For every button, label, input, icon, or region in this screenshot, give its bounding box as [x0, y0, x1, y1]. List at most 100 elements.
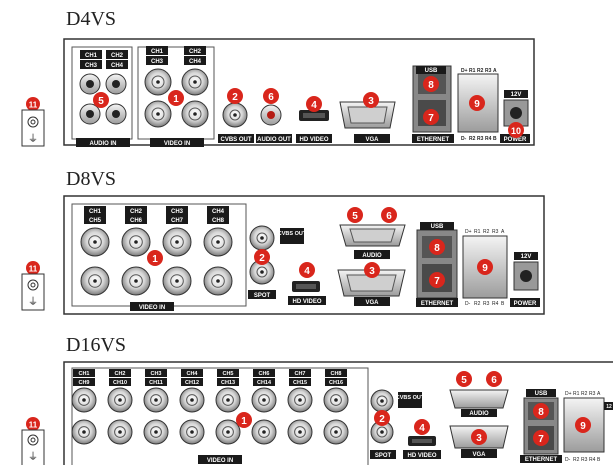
- d4vs-panel: CH1 CH2 CH3 CH4 CH1 CH2 CH3 CH4: [63, 38, 535, 147]
- ch-tag-label: CH5: [222, 371, 233, 377]
- bnc-jack: [203, 227, 233, 257]
- bnc-jack: [144, 100, 172, 128]
- port-label: POWER: [500, 134, 530, 143]
- port-label-text: VIDEO IN: [139, 305, 165, 311]
- dip-label: R1: [474, 229, 481, 235]
- rca-jack: [105, 103, 127, 125]
- port-label: HD VIDEO: [288, 296, 326, 305]
- ch-tag-label: CH2: [130, 209, 143, 215]
- callout-badge: 4: [306, 96, 322, 112]
- callout-badge: 3: [363, 92, 379, 108]
- bnc-jack: [80, 227, 110, 257]
- ch-tag-label: CH4: [111, 63, 124, 69]
- callout-number: 11: [29, 101, 38, 110]
- hdmi-port: [299, 110, 329, 121]
- vga-port: [339, 101, 396, 129]
- dip-label: A: [597, 391, 601, 397]
- port-label-text: CVBS OUT: [278, 231, 307, 237]
- dip-label: A: [493, 68, 497, 74]
- callout-badge: 8: [423, 76, 439, 92]
- bnc-jack: [222, 102, 248, 128]
- port-label: AUDIO: [354, 250, 390, 259]
- ch-tag: [217, 369, 239, 377]
- bnc-jack: [162, 266, 192, 296]
- port-label-text: ETHERNET: [525, 457, 558, 463]
- callout-number: 4: [419, 423, 425, 434]
- bnc-jack: [121, 266, 151, 296]
- port-label-text: VGA: [472, 452, 486, 458]
- port-label: 12: [604, 402, 613, 410]
- port-label-text: USB: [535, 391, 548, 397]
- d16vs-title: D16VS: [66, 334, 127, 356]
- dip-label: R4: [589, 457, 596, 463]
- bnc-jack: [71, 419, 97, 445]
- ch-tag-label: CH9: [78, 380, 89, 386]
- callout-number: 8: [538, 407, 544, 418]
- bnc-jack: [143, 387, 169, 413]
- port-label: VGA: [354, 297, 390, 306]
- ch-tag-label: CH4: [189, 59, 202, 65]
- port-label-text: VIDEO IN: [164, 141, 190, 147]
- ch-tag-label: CH1: [89, 209, 102, 215]
- ch-tag: [181, 378, 203, 386]
- callout-number: 3: [368, 96, 374, 107]
- ch-tag-label: CH11: [149, 380, 163, 386]
- ch-tag-label: CH3: [150, 371, 161, 377]
- ch-tag-label: CH2: [114, 371, 125, 377]
- bnc-jack: [80, 266, 110, 296]
- dip-label: R1: [469, 68, 476, 74]
- port-label: VGA: [354, 134, 390, 143]
- dip-label: D-: [465, 301, 471, 307]
- port-label: 12V: [504, 90, 528, 98]
- dip-label: R2: [469, 136, 476, 142]
- dip-label: R3: [485, 68, 492, 74]
- vga-port: [337, 269, 406, 297]
- dip-label: R2: [477, 68, 484, 74]
- dip-label: R2: [581, 391, 588, 397]
- audio-db9-port: [449, 389, 509, 409]
- port-label-text: 12: [606, 404, 612, 410]
- port-label: POWER: [510, 298, 540, 307]
- callout-number: 9: [580, 421, 586, 432]
- ch-tag: [181, 369, 203, 377]
- callout-number: 2: [379, 414, 385, 425]
- power-jack: [513, 261, 539, 291]
- ch-tag-label: CH2: [189, 49, 202, 55]
- ch-tag: CH3: [80, 60, 102, 69]
- ch-tag: [217, 378, 239, 386]
- port-label: AUDIO: [461, 409, 497, 417]
- callout-number: 9: [482, 263, 488, 274]
- callout-badge: 3: [364, 262, 380, 278]
- callout-badge: 8: [429, 239, 445, 255]
- callout-badge: 2: [374, 410, 390, 426]
- port-label-text: POWER: [514, 301, 537, 307]
- dip-label: R4: [492, 301, 499, 307]
- rca-jack: [79, 73, 101, 95]
- bnc-jack: [121, 227, 151, 257]
- ch-tag-label: CH14: [257, 380, 272, 386]
- bnc-jack: [203, 266, 233, 296]
- dip-label: B: [493, 136, 497, 142]
- ground-icon: ⏚: [28, 451, 38, 463]
- ch-tag: CH4: [106, 60, 128, 69]
- callout-number: 6: [491, 375, 497, 386]
- port-label-text: ETHERNET: [417, 137, 450, 143]
- ch-tag-label: CH6: [258, 371, 269, 377]
- callout-number: 10: [511, 126, 521, 136]
- port-label-text: VGA: [365, 137, 379, 143]
- ch-tag-label: CH13: [221, 380, 235, 386]
- callout-number: 6: [386, 211, 392, 222]
- port-label: VIDEO IN: [150, 138, 204, 147]
- dip-labels: D+ R1 R2 R3 A D- R2 R3 R4 B: [465, 229, 505, 307]
- ch-tag-label: CH7: [171, 218, 184, 224]
- port-label: CVBS OUT: [396, 392, 425, 408]
- callout-badge: 4: [299, 262, 315, 278]
- callout-badge: 9: [477, 259, 493, 275]
- ch-tag: CH2: [184, 46, 206, 55]
- port-label: VIDEO IN: [130, 302, 174, 311]
- callout-number: 2: [232, 92, 238, 103]
- callout-badge: 1: [236, 412, 252, 428]
- callout-number: 1: [173, 94, 179, 105]
- bnc-jack: [249, 225, 275, 251]
- callout-number: 1: [152, 254, 158, 265]
